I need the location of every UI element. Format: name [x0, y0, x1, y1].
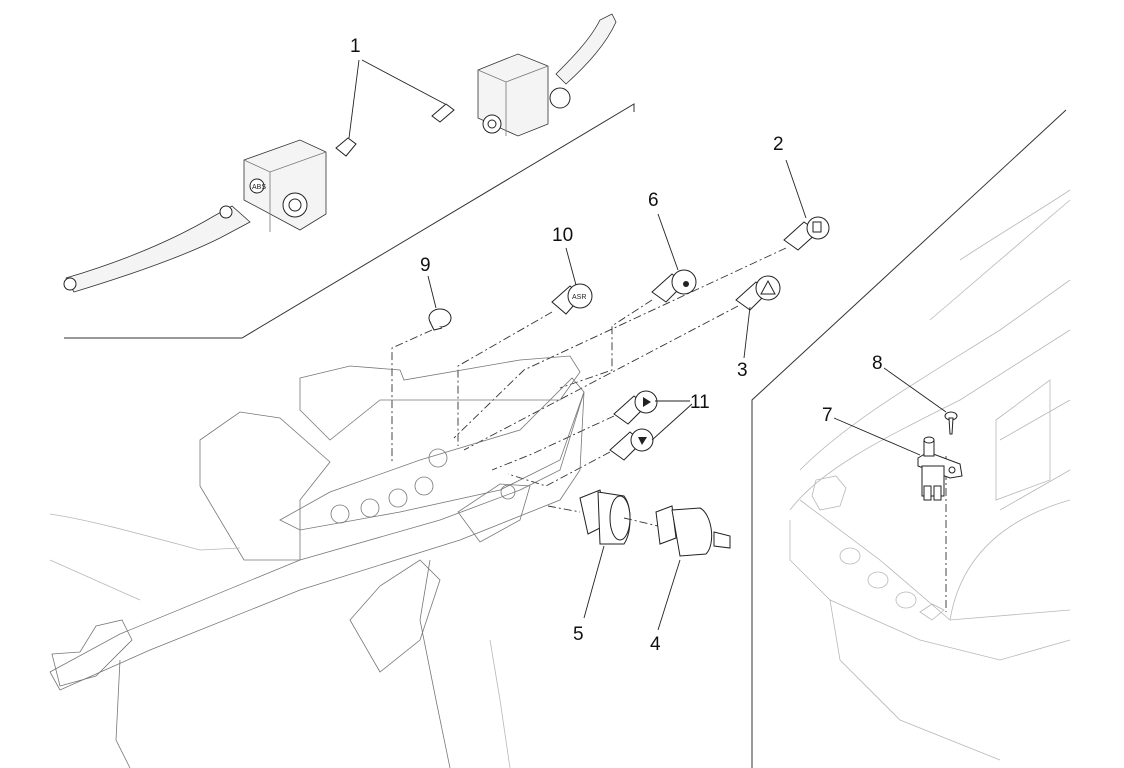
callout-label-7: 7 [822, 405, 833, 426]
assembly-lines [391, 247, 947, 612]
callout-label-11: 11 [690, 392, 710, 413]
callout-label-4: 4 [650, 634, 661, 655]
part-4-ignition-switch [655, 505, 731, 557]
part-8-screw [944, 411, 958, 435]
callout-label-8: 8 [872, 353, 883, 374]
callout-label-9: 9 [420, 255, 431, 276]
callout-1: 1 [348, 36, 446, 139]
callout-label-5: 5 [573, 624, 584, 645]
callout-2: 2 [773, 134, 807, 219]
callout-label-2: 2 [773, 134, 784, 155]
callout-label-3: 3 [737, 360, 748, 381]
arrow-down-icon [638, 437, 647, 445]
asr-marking: ASR [572, 294, 586, 301]
part-3-hazard-switch [735, 275, 781, 311]
callout-label-1: 1 [350, 36, 361, 57]
brake-master-cylinder-right [477, 13, 617, 137]
brake-master-cylinder-left: ABS [63, 139, 327, 293]
callout-11: 11 [651, 392, 710, 441]
callout-label-10: 10 [552, 225, 573, 246]
callout-8: 8 [872, 353, 947, 413]
part-11-arrow-switches [609, 390, 658, 461]
right-frame [751, 109, 1067, 768]
hazard-triangle-icon [760, 279, 776, 295]
callout-6: 6 [648, 190, 679, 271]
part-10-asr-switch: ASR [551, 283, 593, 315]
callout-5: 5 [573, 545, 605, 645]
lock-icon [683, 281, 689, 287]
abs-marking: ABS [252, 184, 266, 191]
callout-4: 4 [650, 559, 681, 655]
part-1-brake-light-switch [335, 103, 455, 157]
part-9-blanking-plug [428, 308, 452, 331]
frame-lines [64, 103, 1067, 768]
part-2-fuel-switch [783, 216, 830, 251]
part-7-plunger-switch [917, 436, 963, 501]
callout-3: 3 [737, 306, 751, 381]
arrow-right-icon [643, 397, 651, 407]
callout-10: 10 [552, 225, 577, 286]
storage-compartment [789, 189, 1071, 761]
dashboard-panel [49, 355, 585, 768]
fuel-icon [812, 221, 822, 233]
part-5-switch-bezel [579, 489, 631, 545]
callout-label-6: 6 [648, 190, 659, 211]
callout-9: 9 [420, 255, 437, 309]
part-6-lock-switch [651, 269, 697, 303]
callout-7: 7 [822, 405, 921, 456]
